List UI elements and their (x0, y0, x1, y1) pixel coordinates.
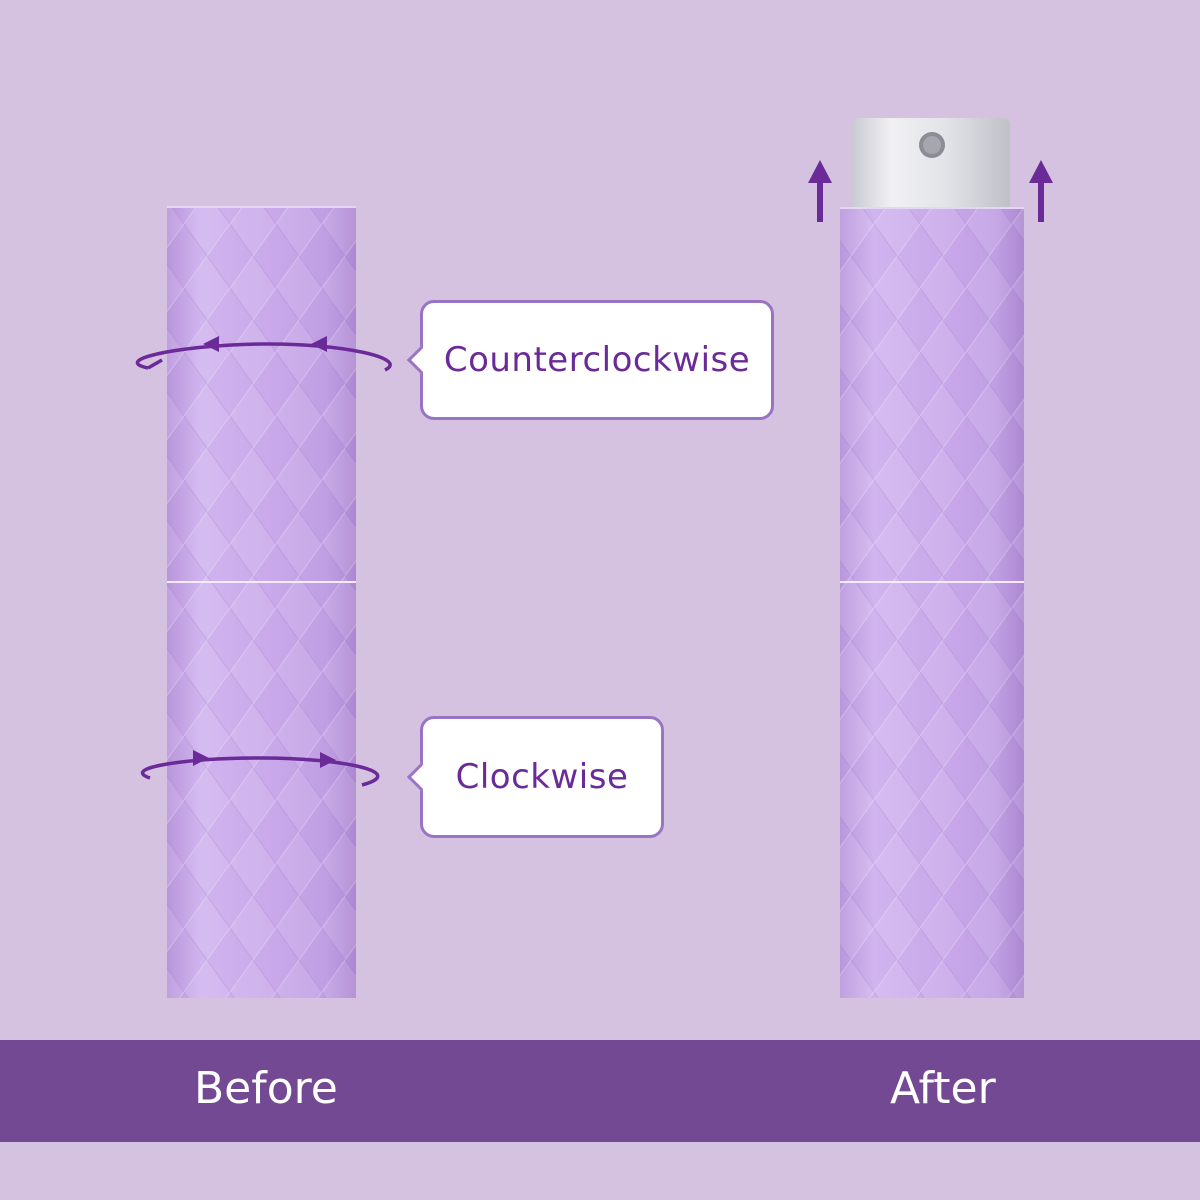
rotate-clockwise-arrow-icon (140, 750, 380, 787)
caption-band: Before After (0, 1040, 1200, 1142)
counterclockwise-label: Counterclockwise (443, 340, 751, 380)
up-arrow-icon (808, 160, 832, 222)
counterclockwise-callout: Counterclockwise (406, 300, 774, 420)
rotate-counterclockwise-arrow-icon (135, 336, 392, 372)
before-label: Before (194, 1063, 338, 1114)
clockwise-label: Clockwise (455, 757, 629, 797)
after-label: After (890, 1063, 996, 1114)
after-bottle (840, 118, 1024, 998)
clockwise-callout: Clockwise (406, 716, 664, 838)
before-bottle (167, 206, 356, 998)
up-arrow-icon (1029, 160, 1053, 222)
